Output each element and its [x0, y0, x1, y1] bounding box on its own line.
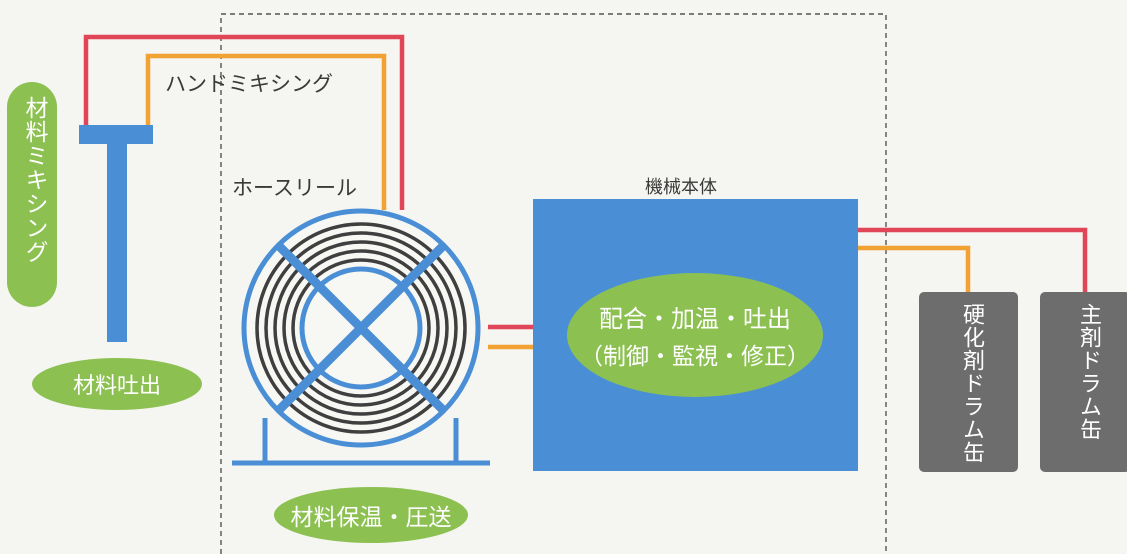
machine-body-label: 機械本体 — [645, 177, 717, 198]
hose-reel — [232, 208, 490, 466]
dispense-gun-stem — [107, 144, 127, 342]
red-line-to-main-drum — [858, 227, 1088, 292]
material-mixing-pill — [7, 82, 57, 307]
material-mixing-label: 材料ミキシング — [21, 96, 47, 264]
hardener-drum — [919, 292, 1018, 472]
heat-pump-oval — [274, 487, 468, 543]
hose-reel-label: ホースリール — [232, 176, 357, 200]
material-discharge-label: 材料吐出 — [72, 374, 161, 399]
material-discharge-oval — [32, 358, 202, 410]
hand-mixing-label: ハンドミキシング — [165, 72, 333, 96]
main-drum — [1040, 292, 1127, 472]
dashed-boundary — [220, 13, 887, 554]
orange-line-to-hardener-drum — [858, 245, 971, 292]
orange-hose-line — [145, 53, 387, 210]
main-drum-label: 主剤ドラム缶 — [1076, 303, 1101, 441]
hardener-drum-label: 硬化剤ドラム缶 — [959, 303, 984, 464]
red-hose-line — [83, 34, 405, 210]
heat-pump-label: 材料保温・圧送 — [290, 505, 452, 531]
machine-function-oval — [567, 273, 823, 397]
dispense-gun-handle — [79, 125, 153, 144]
control-note-label: （制御・監視・修正） — [580, 344, 810, 370]
mix-heat-discharge-label: 配合・加温・吐出 — [599, 304, 791, 333]
